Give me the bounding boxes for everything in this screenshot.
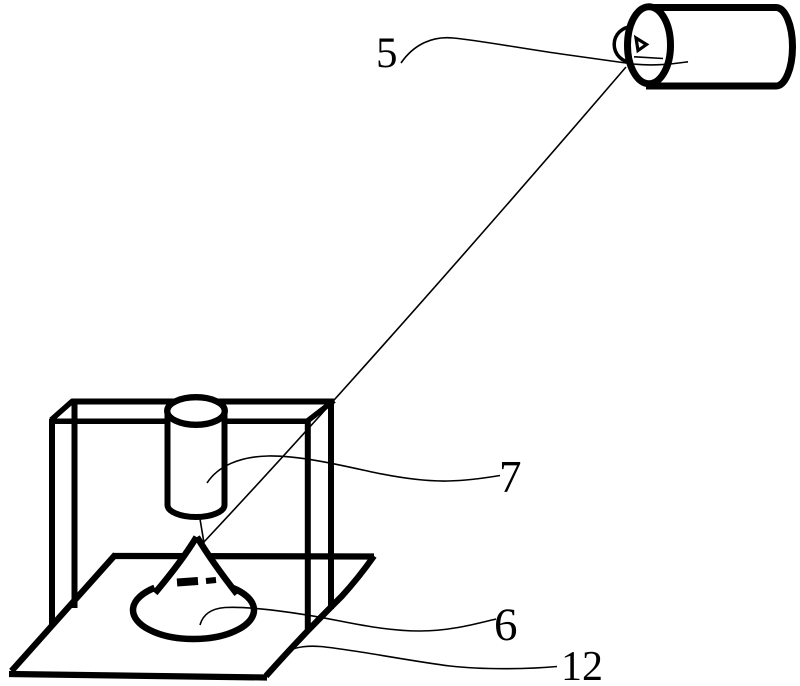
svg-text:7: 7 <box>499 452 522 502</box>
svg-text:5: 5 <box>376 30 398 77</box>
svg-text:12: 12 <box>561 644 603 686</box>
svg-text:6: 6 <box>494 599 518 651</box>
